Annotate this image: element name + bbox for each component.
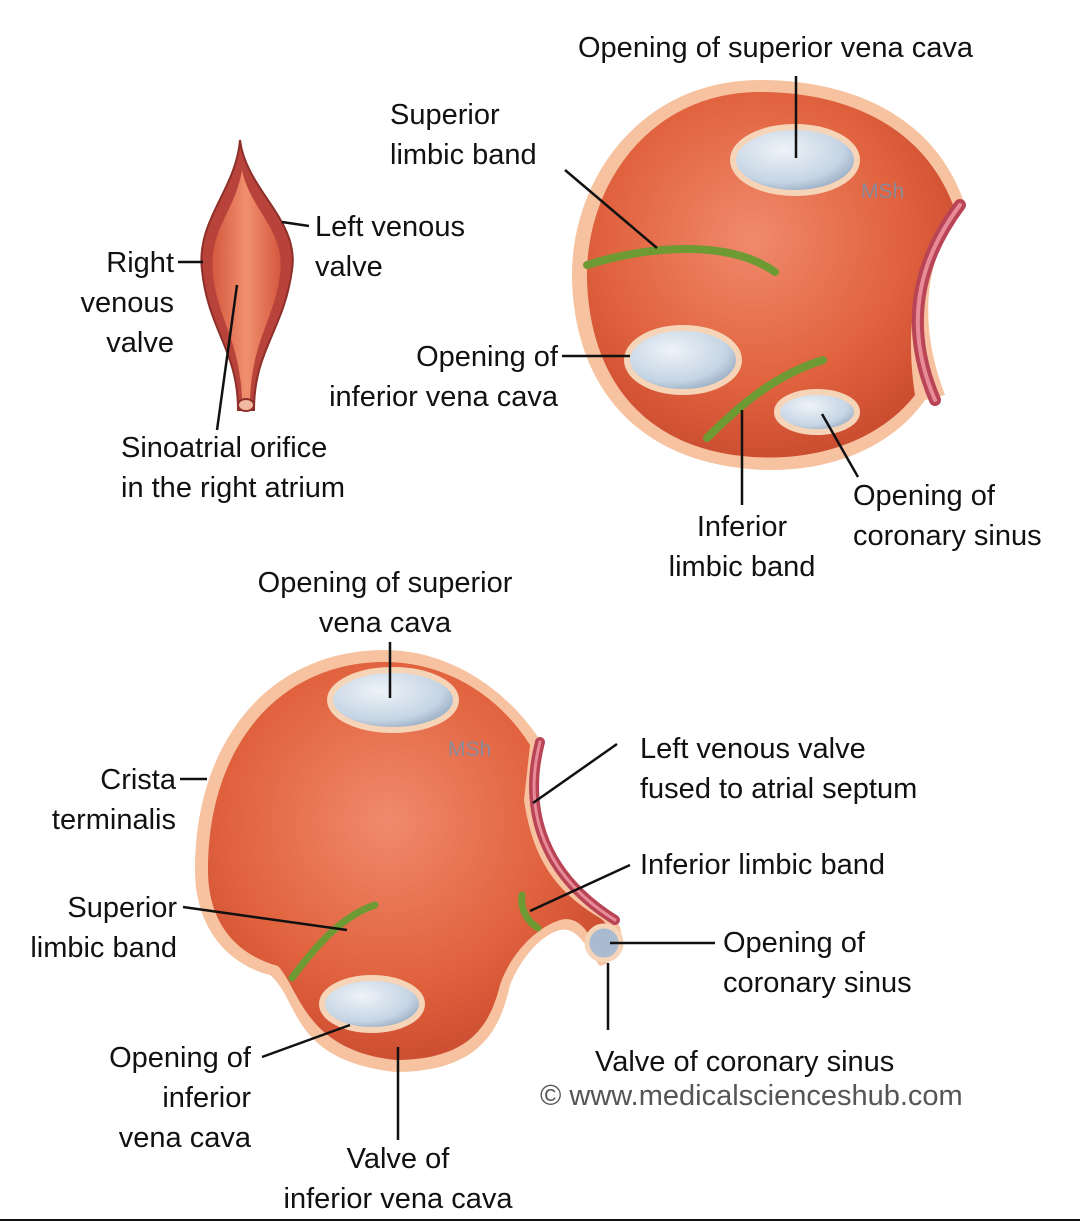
leader-cs-top [820, 413, 860, 478]
valve-inner [212, 170, 281, 400]
valve-orifice [237, 398, 255, 412]
label-opening-cs-bottom: Opening of coronary sinus [723, 927, 912, 999]
leader-left-valve-fused [532, 742, 618, 805]
copyright-text: © www.medicalscienceshub.com [540, 1080, 963, 1112]
label-opening-svc-top: Opening of superior vena cava [578, 32, 973, 64]
label-inferior-limbic-band-top: Inferior limbic band [668, 511, 816, 583]
label-superior-limbic-band-bottom: Superior limbic band [30, 892, 177, 964]
sinoatrial-valve-figure [200, 139, 294, 412]
watermark-bottom: MSh [448, 738, 492, 761]
watermark-top: MSh [861, 180, 905, 203]
inferior-limbic-band-top [703, 356, 827, 442]
label-superior-limbic-band-top: Superior limbic band [390, 99, 537, 171]
opening-cs-top [774, 389, 860, 435]
label-opening-ivc-bottom: Opening of inferior vena cava [109, 1042, 251, 1154]
opening-svc-bottom [327, 667, 459, 733]
label-sinoatrial-orifice: Sinoatrial orifice in the right atrium [121, 432, 346, 504]
leader-sinoatrial [215, 284, 239, 431]
leader-superior-limbic-top [564, 169, 658, 249]
label-inferior-limbic-band-bottom: Inferior limbic band [640, 849, 885, 881]
label-valve-ivc: Valve of inferior vena cava [283, 1143, 513, 1215]
leader-inferior-limbic-bottom [529, 863, 631, 913]
label-opening-svc-bottom: Opening of superior vena cava [257, 567, 513, 639]
opening-ivc-bottom [319, 975, 425, 1033]
inferior-limbic-band-bottom [518, 891, 542, 932]
leader-ivc-bottom [261, 1023, 351, 1059]
leader-superior-limbic-bottom [182, 905, 348, 932]
label-opening-cs-top: Opening of coronary sinus [853, 480, 1042, 552]
label-crista-terminalis: Crista terminalis [51, 764, 176, 836]
leader-left-venous-valve [281, 220, 310, 228]
label-valve-coronary-sinus: Valve of coronary sinus [595, 1046, 895, 1078]
atrium-bottom-figure [195, 650, 624, 1072]
superior-limbic-band-bottom [288, 901, 379, 982]
label-left-venous-valve: Left venous valve [315, 211, 465, 283]
leader-lines [178, 76, 860, 1140]
atrium-top-figure [571, 80, 966, 471]
label-left-venous-valve-fused: Left venous valve fused to atrial septum [640, 733, 918, 805]
label-right-venous-valve: Right venous valve [80, 247, 174, 359]
superior-limbic-band-top [583, 245, 779, 276]
label-opening-ivc-top: Opening of inferior vena cava [329, 341, 558, 413]
opening-ivc-top [624, 325, 742, 395]
